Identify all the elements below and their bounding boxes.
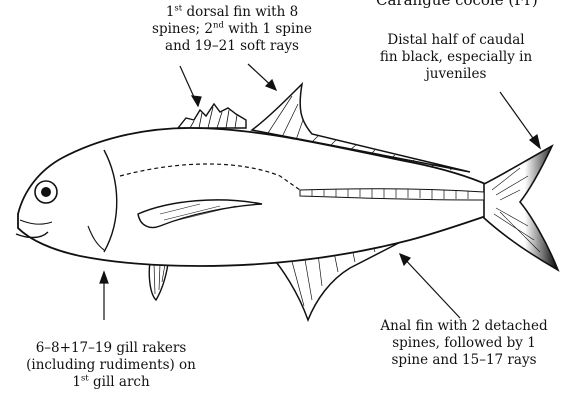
dorsal-line2-sup: nd bbox=[213, 21, 224, 31]
anal-line1: Anal fin with 2 detached bbox=[358, 318, 570, 335]
gill-line3-sup: st bbox=[81, 374, 89, 384]
caudal-fin-label: Distal half of caudal fin black, especia… bbox=[368, 32, 544, 83]
dorsal-line1-post: dorsal fin with 8 bbox=[182, 4, 298, 20]
anal-fin-label: Anal fin with 2 detached spines, followe… bbox=[358, 318, 570, 369]
anal-line3: spine and 15–17 rays bbox=[358, 352, 570, 369]
gill-line3-pre: 1 bbox=[72, 374, 81, 390]
dorsal-fin-label: 1st dorsal fin with 8 spines; 2nd with 1… bbox=[150, 4, 314, 55]
gill-line2: (including rudiments) on bbox=[18, 357, 204, 374]
caudal-line1: Distal half of caudal bbox=[368, 32, 544, 49]
caudal-line2: fin black, especially in bbox=[368, 49, 544, 66]
gill-line3-post: gill arch bbox=[89, 374, 150, 390]
pointer-anal bbox=[400, 254, 460, 318]
gill-rakers-label: 6–8+17–19 gill rakers (including rudimen… bbox=[18, 340, 204, 391]
dorsal-line2-pre: spines; 2 bbox=[152, 21, 213, 37]
caudal-fin bbox=[484, 146, 558, 270]
pupil bbox=[41, 187, 51, 197]
anal-line2: spines, followed by 1 bbox=[358, 335, 570, 352]
dorsal-line3: and 19–21 soft rays bbox=[150, 38, 314, 55]
gill-line1: 6–8+17–19 gill rakers bbox=[18, 340, 204, 357]
caudal-line3: juveniles bbox=[368, 66, 544, 83]
pelvic-fin bbox=[149, 262, 168, 300]
dorsal-line2-post: with 1 spine bbox=[224, 21, 312, 37]
